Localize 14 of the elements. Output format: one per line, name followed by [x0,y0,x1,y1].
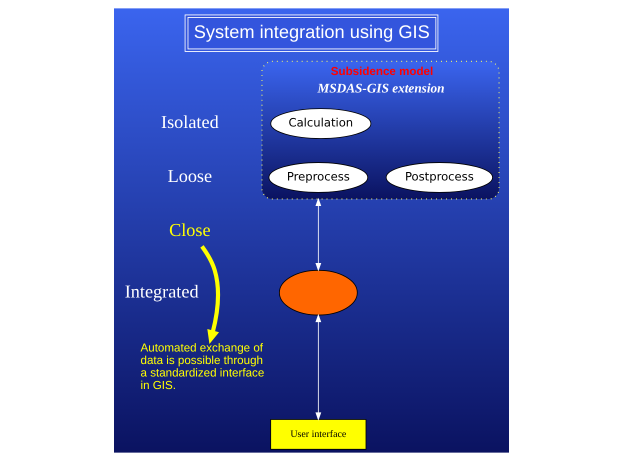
node-ellipse: Calculation [270,108,372,139]
node-ellipse [278,270,358,316]
node-text: Automated exchange of data is possible through a standardized interface in GIS. [140,342,264,392]
node-ellipse: Postprocess [386,162,493,193]
node-ellipse: Preprocess [268,162,368,193]
arrow [315,198,322,272]
label: Integrated [124,281,199,302]
arrow [200,245,220,344]
arrow [315,314,322,421]
diagram-title: System integration using GIS [194,20,430,42]
label: Loose [168,166,212,186]
node-box: User interface [270,419,366,450]
label: Isolated [161,112,219,132]
node-text: Close [169,220,211,240]
